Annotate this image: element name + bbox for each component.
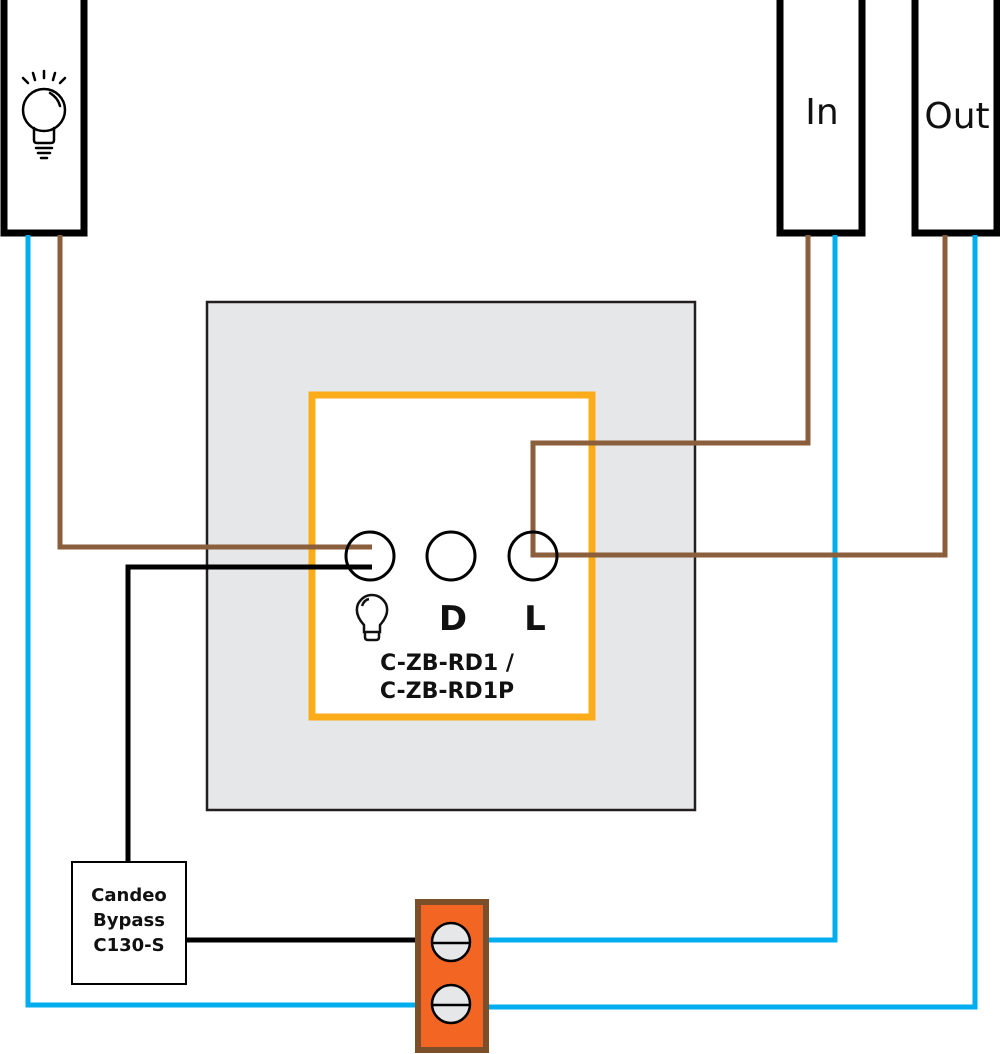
live-wire-in-out <box>530 235 948 558</box>
terminal-d <box>425 530 477 582</box>
model-line-1: C-ZB-RD1 / <box>380 651 515 676</box>
out-box: Out <box>911 0 1000 237</box>
light-bulb-icon <box>355 593 389 642</box>
live-wire-light <box>57 235 372 550</box>
out-label: Out <box>924 96 989 137</box>
terminal-l-label: L <box>524 599 546 639</box>
screw-icon <box>430 921 472 963</box>
neutral-wire-light <box>25 235 418 1008</box>
in-box: In <box>776 0 866 237</box>
bypass-wire-switch <box>125 564 372 862</box>
bypass-line-3: C130-S <box>93 935 164 956</box>
terminal-l <box>507 530 559 582</box>
light-bulb-icon <box>21 69 67 160</box>
terminal-load <box>344 530 396 582</box>
screw-icon <box>430 983 472 1025</box>
neutral-wire-in <box>486 235 838 943</box>
terminal-d-label: D <box>439 599 467 639</box>
light-box <box>0 0 88 237</box>
connector-block <box>415 899 489 1053</box>
bypass-line-2: Bypass <box>93 910 165 931</box>
bypass-line-1: Candeo <box>91 885 167 906</box>
model-line-2: C-ZB-RD1P <box>380 679 514 704</box>
in-label: In <box>805 92 838 133</box>
neutral-wire-out <box>486 235 978 1010</box>
bypass-box <box>71 861 187 985</box>
